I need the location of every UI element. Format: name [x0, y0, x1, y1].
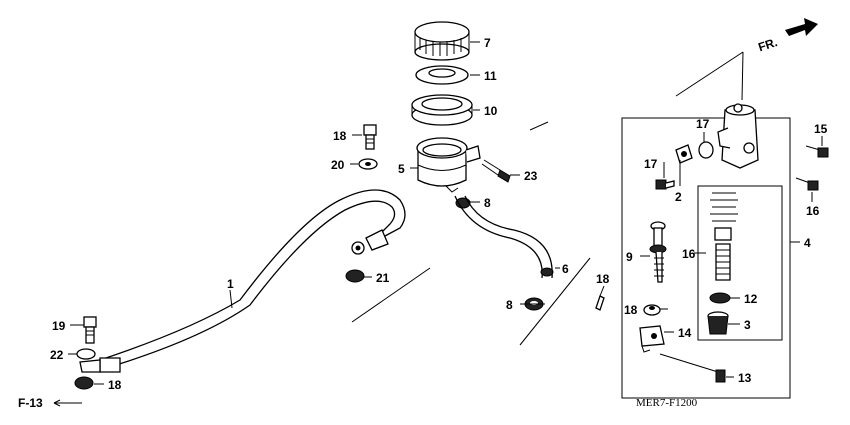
- callout-1: 1: [227, 277, 234, 291]
- callout-15: 14: [678, 326, 692, 340]
- piston-kit-box: [697, 185, 783, 341]
- piston-ring: [709, 292, 731, 304]
- reservoir-tank: [416, 137, 481, 193]
- oil-bolt-lower: [83, 316, 97, 344]
- callout-8-upper: 8: [484, 196, 491, 210]
- callout-18-lower-b: 18: [108, 378, 122, 392]
- hose-joint: [675, 144, 693, 170]
- leader-reservoir: [529, 121, 549, 131]
- callout-18-middle: 21: [376, 271, 390, 285]
- callout-5: 5: [398, 162, 405, 176]
- brake-hose: [79, 189, 406, 373]
- callout-16-upper: 15: [814, 122, 828, 136]
- callout-21: 18: [624, 303, 638, 317]
- joint-nut: [643, 304, 661, 316]
- callout-13: 12: [744, 292, 758, 306]
- o-ring: [698, 141, 714, 159]
- callout-16-lower: 16: [806, 204, 820, 218]
- callout-23: 23: [524, 169, 538, 183]
- reference-arrow: [53, 399, 82, 407]
- front-direction-arrow: [785, 18, 818, 36]
- callout-22: 18: [596, 272, 610, 286]
- callout-7: 7: [484, 36, 491, 50]
- callout-18-upper: 20: [331, 158, 345, 172]
- callout-6: 6: [562, 262, 569, 276]
- leader-fr: [675, 51, 744, 101]
- reservoir-diaphragm: [411, 94, 473, 126]
- oil-bolt-upper: [363, 124, 377, 150]
- leader-hose-lower: [351, 267, 431, 323]
- sealing-washer-lower-b: [74, 376, 94, 390]
- sealing-washer-upper-hole: [365, 162, 371, 166]
- callout-20: 17: [644, 157, 658, 171]
- front-direction-label: FR.: [756, 35, 779, 54]
- leader-hose-6: [519, 257, 591, 346]
- callout-12: 11: [484, 69, 497, 83]
- callout-11: 10: [484, 104, 498, 118]
- hose-end: [540, 267, 554, 277]
- callout-17-lower: 19: [52, 319, 66, 333]
- push-rod-clevis: [639, 325, 665, 353]
- reference-label: F-13: [18, 396, 43, 410]
- reservoir-hose-outer: [454, 195, 543, 279]
- joint-pin: [659, 353, 726, 383]
- callout-3: 3: [744, 318, 751, 332]
- reservoir-hose-inner: [464, 195, 553, 279]
- callout-18-lower-a: 22: [50, 348, 64, 362]
- drawing-code: MER7-F1200: [636, 397, 698, 409]
- piston-boot: [707, 311, 729, 335]
- reservoir-cap: [414, 21, 470, 61]
- callout-17-upper: 18: [333, 129, 347, 143]
- callout-19: 17: [696, 117, 710, 131]
- sealing-washer-middle: [345, 269, 365, 283]
- callout-leaders: [68, 41, 823, 385]
- cotter-pin: [595, 295, 605, 311]
- callout-14: 13: [738, 371, 752, 385]
- push-rod: [649, 221, 667, 283]
- callout-2: 2: [675, 190, 682, 204]
- mounting-bolt-lower: [795, 177, 819, 191]
- callout-10: 9: [626, 250, 633, 264]
- piston-spring: [710, 192, 738, 281]
- callout-9: 16: [682, 247, 696, 261]
- callout-4: 4: [804, 236, 811, 250]
- diaphragm-plate: [415, 65, 469, 85]
- reservoir-bolt: [481, 159, 511, 183]
- master-cylinder-body: [717, 103, 759, 169]
- sealing-washer-lower-a: [76, 348, 96, 360]
- mounting-bolt-upper: [805, 145, 829, 158]
- joint-screw: [655, 179, 675, 190]
- callout-8-lower: 8: [506, 298, 513, 312]
